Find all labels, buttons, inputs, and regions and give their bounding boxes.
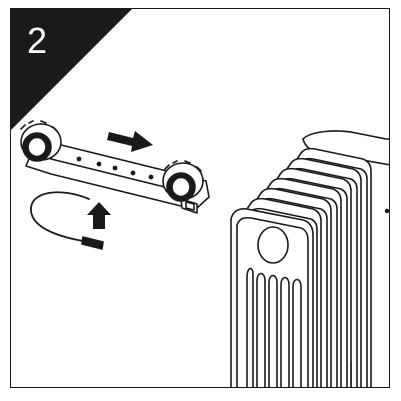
right-caster-wheel xyxy=(162,160,204,202)
arrow-right-icon xyxy=(107,131,153,152)
assembly-illustration xyxy=(11,9,389,387)
arrow-up-icon xyxy=(87,202,111,229)
radiator xyxy=(230,130,389,387)
left-caster-wheel xyxy=(20,120,62,162)
instruction-panel: 2 xyxy=(10,8,390,388)
u-bolt xyxy=(30,191,104,250)
step-badge xyxy=(11,9,132,130)
step-number: 2 xyxy=(27,20,48,61)
